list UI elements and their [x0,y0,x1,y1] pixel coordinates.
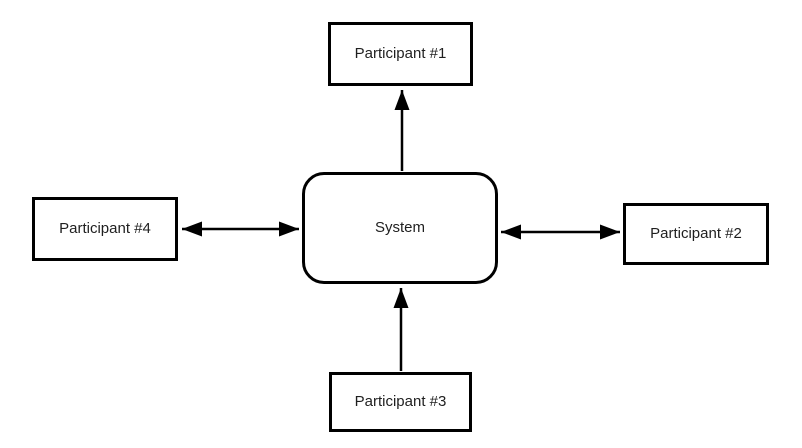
node-participant-1-label: Participant #1 [354,45,447,62]
node-participant-3: Participant #3 [329,372,472,432]
node-participant-2: Participant #2 [623,203,769,265]
node-participant-3-label: Participant #3 [354,393,447,410]
node-system: System [302,172,498,284]
node-participant-1: Participant #1 [328,22,473,86]
node-participant-2-label: Participant #2 [650,225,742,242]
node-system-label: System [374,219,425,236]
node-participant-4: Participant #4 [32,197,178,261]
node-participant-4-label: Participant #4 [59,220,151,237]
